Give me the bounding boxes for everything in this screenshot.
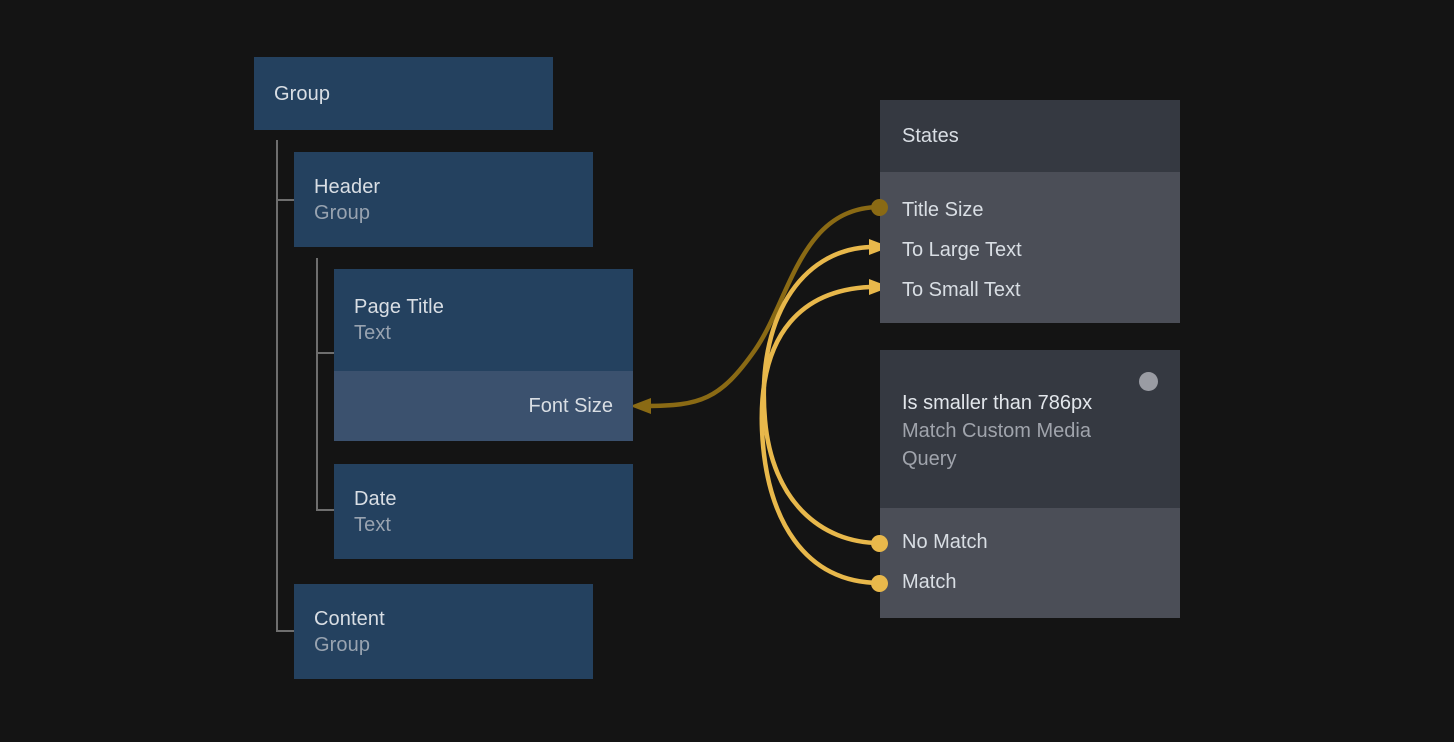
port-title-size[interactable] [871, 199, 888, 216]
node-group-root-body: Group [254, 57, 553, 130]
output-row-no-match[interactable]: No Match [902, 522, 1158, 562]
node-header-body: Header Group [294, 152, 593, 247]
panel-media-query-header: Is smaller than 786px Match Custom Media… [880, 350, 1180, 508]
media-query-title: Is smaller than 786px [902, 392, 1093, 414]
wire-no-match-to-large-text [761, 244, 883, 546]
state-row-to-large-text[interactable]: To Large Text [902, 230, 1158, 270]
node-subtitle: Group [314, 633, 371, 656]
panel-title: States [902, 124, 959, 147]
tree-spine-root [276, 140, 278, 632]
state-label: To Small Text [902, 278, 1021, 301]
media-query-subtitle: Match Custom Media Query [902, 420, 1091, 470]
property-row-font-size[interactable]: Font Size [334, 371, 633, 441]
node-title: Group [274, 82, 331, 105]
node-subtitle: Text [354, 322, 392, 344]
state-row-title-size[interactable]: Title Size [902, 190, 1158, 230]
output-label: No Match [902, 530, 988, 553]
arrowhead-font-size [630, 398, 651, 414]
node-header[interactable]: Header Group [294, 152, 593, 247]
node-group-root[interactable]: Group [254, 57, 553, 130]
node-title: Page Title [354, 296, 444, 318]
node-title: Header [314, 175, 381, 198]
state-row-to-small-text[interactable]: To Small Text [902, 270, 1158, 310]
tree-stub-date [316, 509, 334, 511]
node-date-body: Date Text [334, 464, 633, 559]
panel-media-query[interactable]: Is smaller than 786px Match Custom Media… [880, 350, 1180, 618]
node-title: Date [354, 487, 397, 510]
node-subtitle: Group [314, 201, 371, 224]
tree-spine-header [316, 258, 318, 511]
state-label: To Large Text [902, 238, 1022, 261]
node-content[interactable]: Content Group [294, 584, 593, 679]
port-match[interactable] [871, 575, 888, 592]
state-label: Title Size [902, 198, 984, 221]
panel-states-body: Title Size To Large Text To Small Text [880, 172, 1180, 323]
wire-match-to-small-text [759, 284, 883, 586]
node-subtitle: Text [354, 513, 392, 536]
tree-stub-page-title [316, 352, 334, 354]
panel-states-header: States [880, 100, 1180, 172]
node-content-body: Content Group [294, 584, 593, 679]
node-date[interactable]: Date Text [334, 464, 633, 559]
wire-title-size-to-font-size [642, 204, 883, 409]
property-label: Font Size [528, 394, 613, 417]
node-page-title[interactable]: Page Title Text Font Size [334, 269, 633, 441]
output-label: Match [902, 570, 957, 593]
tree-stub-header [276, 199, 294, 201]
port-no-match[interactable] [871, 535, 888, 552]
node-page-title-main: Page Title Text [334, 269, 633, 371]
panel-media-query-body: No Match Match [880, 508, 1180, 618]
tree-stub-content [276, 630, 294, 632]
panel-states[interactable]: States Title Size To Large Text To Small… [880, 100, 1180, 323]
output-row-match[interactable]: Match [902, 562, 1158, 602]
status-circle-icon [1139, 372, 1158, 391]
node-title: Content [314, 607, 385, 630]
